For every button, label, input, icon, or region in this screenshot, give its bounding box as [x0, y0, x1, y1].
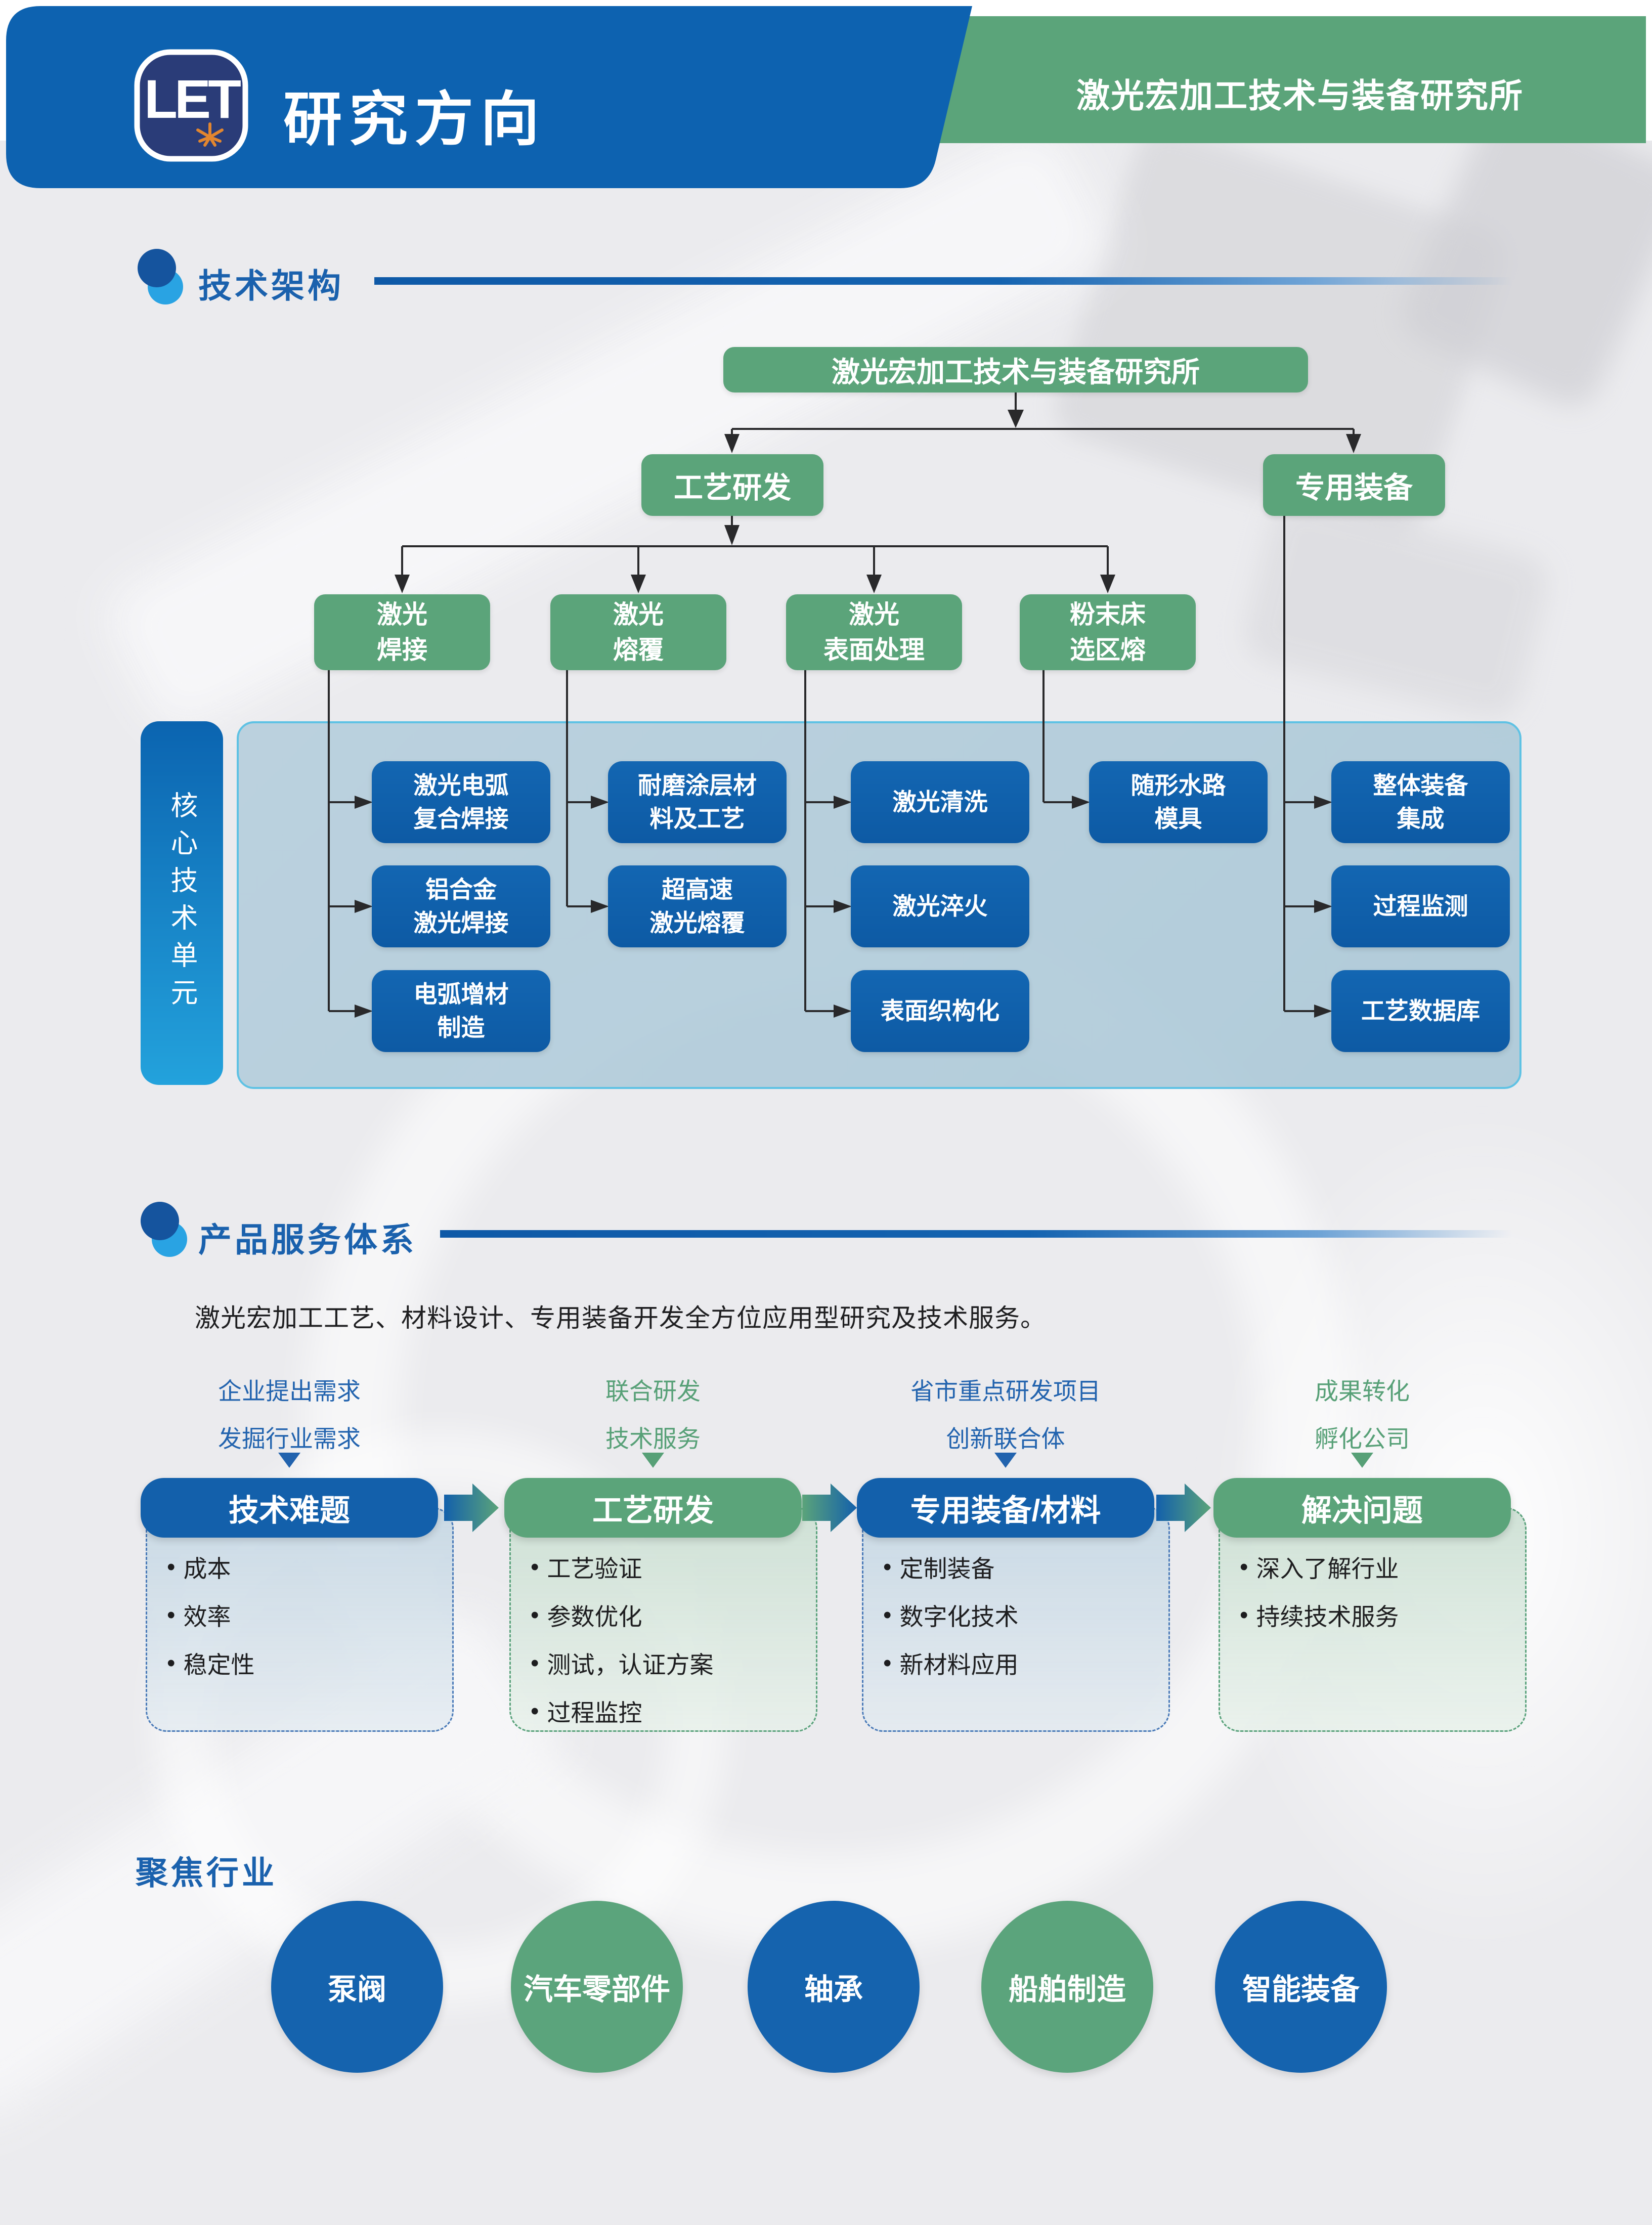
- unit-laser-quenching: 激光淬火: [851, 865, 1029, 947]
- section-divider: [374, 277, 1512, 285]
- flow-item: 测试，认证方案: [531, 1639, 814, 1687]
- flow-pill-problems: 技术难题: [141, 1478, 438, 1538]
- services-description: 激光宏加工工艺、材料设计、专用装备开发全方位应用型研究及技术服务。: [195, 1304, 1046, 1332]
- org-special-equipment-box: 专用装备: [1263, 454, 1445, 516]
- logo-letters: LET: [144, 68, 241, 129]
- flow-pill-solutions: 解决问题: [1213, 1478, 1511, 1538]
- down-triangle-icon: [278, 1453, 300, 1468]
- header-green-band: [938, 16, 1646, 143]
- unit-equipment-integration: 整体装备 集成: [1331, 761, 1510, 843]
- flow-label: 创新联合体: [946, 1425, 1065, 1452]
- industry-circle-smart-equipment: 智能装备: [1215, 1901, 1387, 2073]
- org-surface-treatment-box: 激光 表面处理: [786, 594, 962, 670]
- section-dot-icon: [138, 249, 176, 287]
- core-tech-label-bar: 核心技术单元: [141, 721, 223, 1085]
- flow-items: 定制装备 数字化技术 新材料应用: [883, 1543, 1166, 1687]
- org-process-rd-box: 工艺研发: [641, 454, 823, 516]
- institute-name: 激光宏加工技术与装备研究所: [1076, 77, 1524, 114]
- flow-label: 技术服务: [605, 1425, 701, 1452]
- flow-label: 企业提出需求: [218, 1378, 361, 1405]
- institute-logo: LET: [134, 49, 248, 162]
- header: LET 研究方向 激光宏加工技术与装备研究所: [0, 0, 1652, 202]
- unit-process-monitoring: 过程监测: [1331, 865, 1510, 947]
- flow-arrow-icon: [1156, 1484, 1211, 1532]
- flow-label: 省市重点研发项目: [910, 1378, 1101, 1405]
- unit-laser-cleaning: 激光清洗: [851, 761, 1029, 843]
- flow-label: 孵化公司: [1315, 1425, 1410, 1452]
- flow-item: 过程监控: [531, 1687, 814, 1735]
- header-blue-band: [6, 6, 972, 188]
- flow-item: 深入了解行业: [1240, 1543, 1523, 1591]
- org-laser-welding-box: 激光 焊接: [314, 594, 490, 670]
- industry-circle-pumps-valves: 泵阀: [271, 1901, 443, 2073]
- flow-items: 工艺验证 参数优化 测试，认证方案 过程监控: [531, 1543, 814, 1735]
- page-title: 研究方向: [283, 86, 546, 152]
- flow-item: 成本: [167, 1543, 450, 1591]
- unit-surface-texturing: 表面织构化: [851, 970, 1029, 1052]
- industry-circle-bearings: 轴承: [748, 1901, 920, 2073]
- unit-aluminum-welding: 铝合金 激光焊接: [372, 865, 550, 947]
- section-title-architecture: 技术架构: [198, 267, 344, 304]
- flow-label: 成果转化: [1315, 1378, 1410, 1405]
- flow-item: 稳定性: [167, 1639, 450, 1687]
- org-root-box: 激光宏加工技术与装备研究所: [723, 347, 1308, 392]
- flow-label: 联合研发: [605, 1378, 701, 1405]
- flow-item: 定制装备: [883, 1543, 1166, 1591]
- flow-item: 工艺验证: [531, 1543, 814, 1591]
- unit-wear-coating: 耐磨涂层材 料及工艺: [608, 761, 787, 843]
- flow-items: 深入了解行业 持续技术服务: [1240, 1543, 1523, 1639]
- unit-hybrid-welding: 激光电弧 复合焊接: [372, 761, 550, 843]
- flow-pill-process-rd: 工艺研发: [504, 1478, 802, 1538]
- flow-item: 数字化技术: [883, 1591, 1166, 1639]
- org-powder-bed-box: 粉末床 选区熔: [1020, 594, 1196, 670]
- flow-item: 新材料应用: [883, 1639, 1166, 1687]
- laser-spark-icon: [196, 122, 224, 147]
- section-title-services: 产品服务体系: [198, 1221, 417, 1258]
- down-triangle-icon: [642, 1453, 664, 1468]
- unit-highspeed-cladding: 超高速 激光熔覆: [608, 865, 787, 947]
- flow-items: 成本 效率 稳定性: [167, 1543, 450, 1687]
- flow-item: 参数优化: [531, 1591, 814, 1639]
- industry-circle-auto-parts: 汽车零部件: [511, 1901, 683, 2073]
- industry-circle-shipbuilding: 船舶制造: [981, 1901, 1153, 2073]
- flow-arrow-icon: [802, 1484, 857, 1532]
- unit-arc-additive: 电弧增材 制造: [372, 970, 550, 1052]
- section-dot-icon: [141, 1202, 179, 1240]
- org-laser-cladding-box: 激光 熔覆: [550, 594, 726, 670]
- unit-conformal-cooling: 随形水路 模具: [1089, 761, 1268, 843]
- flow-pill-equipment: 专用装备/材料: [857, 1478, 1154, 1538]
- unit-process-database: 工艺数据库: [1331, 970, 1510, 1052]
- core-tech-label: 核心技术单元: [166, 791, 197, 1016]
- flow-arrow-icon: [444, 1484, 499, 1532]
- flow-label: 发掘行业需求: [218, 1425, 361, 1452]
- flow-item: 持续技术服务: [1240, 1591, 1523, 1639]
- flow-item: 效率: [167, 1591, 450, 1639]
- section-divider: [440, 1230, 1512, 1238]
- bg-machine-shape: [1238, 493, 1554, 724]
- section-title-industries: 聚焦行业: [136, 1855, 277, 1891]
- down-triangle-icon: [1351, 1453, 1373, 1468]
- down-triangle-icon: [994, 1453, 1017, 1468]
